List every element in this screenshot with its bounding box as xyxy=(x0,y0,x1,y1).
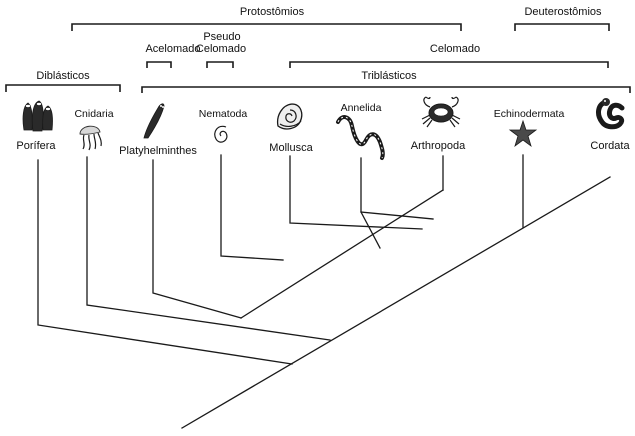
bracket-triblasticos xyxy=(141,86,631,93)
label-triblasticos: Triblásticos xyxy=(361,70,417,82)
bracket-diblasticos xyxy=(5,84,121,92)
label-acelomado: Acelomado xyxy=(145,43,200,55)
bracket-pseudo-celomado xyxy=(206,61,234,68)
bracket-protostomios xyxy=(71,23,462,31)
taxon-platyhelminthes: Platyhelminthes xyxy=(119,145,197,157)
earthworm-icon xyxy=(336,115,385,160)
bracket-celomado xyxy=(289,61,609,68)
trunk-line xyxy=(181,176,611,429)
sponge-icon xyxy=(22,100,53,132)
taxon-porifera: Porífera xyxy=(16,140,56,152)
taxon-mollusca: Mollusca xyxy=(269,142,313,154)
branch-protostome-stem xyxy=(240,189,444,319)
branch-nematoda xyxy=(220,154,284,261)
label-celomado-pseudo: Celomado xyxy=(196,43,246,55)
taxon-echinodermata: Echinodermata xyxy=(494,108,565,120)
jellyfish-icon xyxy=(79,125,102,151)
taxon-cordata: Cordata xyxy=(590,140,630,152)
label-diblasticos: Diblásticos xyxy=(36,70,90,82)
taxon-annelida: Annelida xyxy=(341,102,382,114)
branch-annelida-a xyxy=(360,157,381,249)
flatworm-icon xyxy=(143,103,165,139)
taxon-cnidaria: Cnidaria xyxy=(74,108,113,120)
label-celomado: Celomado xyxy=(430,43,480,55)
branch-annelida xyxy=(360,211,434,220)
starfish-icon xyxy=(508,119,538,148)
snail-shell-icon xyxy=(276,103,303,130)
chordate-icon xyxy=(596,98,625,130)
bracket-deuterostomios xyxy=(514,23,610,31)
branch-mollusca xyxy=(289,155,423,230)
branch-porifera xyxy=(37,159,293,365)
branch-platyhelminthes xyxy=(152,159,242,319)
tree-branches xyxy=(37,154,611,429)
branch-cnidaria xyxy=(86,156,331,341)
bracket-acelomado xyxy=(146,61,172,68)
label-protostomios: Protostômios xyxy=(240,6,305,18)
taxon-arthropoda: Arthropoda xyxy=(411,140,466,152)
roundworm-icon xyxy=(214,125,228,143)
taxon-nematoda: Nematoda xyxy=(199,108,248,120)
label-pseudo: Pseudo xyxy=(203,31,240,43)
crab-icon xyxy=(421,96,461,128)
label-deuterostomios: Deuterostômios xyxy=(524,6,602,18)
